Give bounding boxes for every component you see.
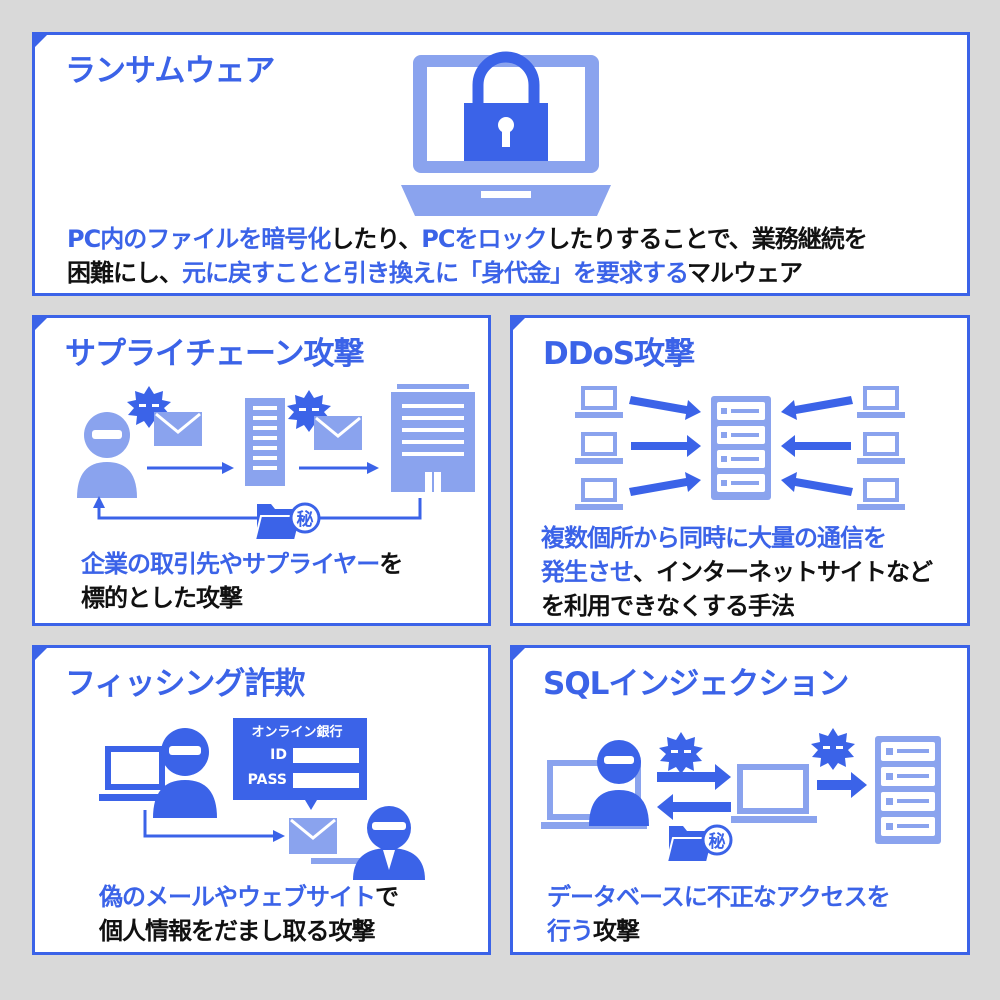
phishing-desc-line-2: 個人情報をだまし取る攻撃 xyxy=(99,914,398,948)
phishing-panel: フィッシング詐欺 オンライン銀行 ID PASS xyxy=(32,645,491,955)
desc-segment: を利用できなくする手法 xyxy=(541,592,795,620)
svg-text:PASS: PASS xyxy=(248,772,287,788)
svg-text:ID: ID xyxy=(270,747,287,763)
desc-segment: したりすることで、業務継続を xyxy=(546,225,867,253)
phishing-title: フィッシング詐欺 xyxy=(65,666,305,702)
ransomware-desc-line-2: 困難にし、元に戻すことと引き換えに「身代金」を要求するマルウェア xyxy=(67,256,867,290)
desc-segment: 攻撃 xyxy=(593,917,640,945)
ddos-desc-line-3: を利用できなくする手法 xyxy=(541,589,932,623)
virus-icon xyxy=(659,732,703,774)
desc-segment: 偽のメールやウェブサイト xyxy=(99,883,376,911)
desc-segment: 行う xyxy=(547,917,594,945)
computer-icon xyxy=(575,432,623,464)
supply-chain-description: 企業の取引先やサプライヤーを 標的とした攻撃 xyxy=(81,547,403,615)
victim-icon xyxy=(353,806,425,880)
computer-icon xyxy=(575,386,623,418)
desc-segment: 困難にし、 xyxy=(67,259,183,287)
supplier-building-icon xyxy=(245,398,285,486)
ddos-description: 複数個所から同時に大量の通信を 発生させ、インターネットサイトなど を利用できな… xyxy=(541,521,933,623)
supply-chain-desc-line-1: 企業の取引先やサプライヤーを xyxy=(81,547,403,581)
fake-bank-form: オンライン銀行 ID PASS xyxy=(233,718,367,810)
desc-segment: 個人情報をだまし取る攻撃 xyxy=(99,917,376,945)
locked-laptop-icon xyxy=(401,51,611,216)
desc-segment: 企業の取引先やサプライヤー xyxy=(81,550,380,578)
desc-segment: 元に戻すことと引き換えに「身代金」を要求する xyxy=(182,259,688,287)
computer-icon xyxy=(857,432,905,464)
ddos-title: DDoS攻撃 xyxy=(543,336,695,372)
desc-segment: 、インターネットサイトなど xyxy=(633,558,933,586)
hacker-icon xyxy=(77,412,137,498)
folder-icon xyxy=(253,504,303,541)
laptop-icon xyxy=(731,764,817,823)
folder-icon xyxy=(665,826,715,863)
sqli-desc-line-1: データベースに不正なアクセスを xyxy=(547,880,891,914)
supply-chain-diagram: 秘 xyxy=(77,384,475,541)
supply-chain-desc-line-2: 標的とした攻撃 xyxy=(81,581,402,615)
database-server-icon xyxy=(875,736,941,844)
desc-segment: を xyxy=(379,550,403,578)
ransomware-description: PC内のファイルを暗号化したり、PCをロックしたりすることで、業務継続を 困難に… xyxy=(67,222,868,290)
svg-text:秘: 秘 xyxy=(297,509,314,530)
ddos-panel: DDoS攻撃 xyxy=(510,315,970,626)
ddos-desc-line-1: 複数個所から同時に大量の通信を xyxy=(541,521,932,555)
computer-icon xyxy=(857,386,905,418)
ddos-diagram xyxy=(575,386,905,510)
desc-segment: データベースに不正なアクセスを xyxy=(547,883,891,911)
virus-icon xyxy=(811,728,855,770)
desc-segment: 発生させ xyxy=(541,558,634,586)
phishing-diagram: オンライン銀行 ID PASS xyxy=(99,718,425,880)
secret-badge: 秘 xyxy=(289,502,321,534)
desc-segment: で xyxy=(375,883,399,911)
laptop-icon xyxy=(99,746,173,801)
svg-text:秘: 秘 xyxy=(709,831,726,852)
desc-segment: PC内のファイルを暗号化 xyxy=(67,225,331,253)
supply-chain-title: サプライチェーン攻撃 xyxy=(65,336,364,372)
email-icon xyxy=(289,818,337,854)
hacker-icon xyxy=(589,740,649,826)
sqli-title: SQLインジェクション xyxy=(543,666,849,702)
email-icon xyxy=(314,416,362,450)
phishing-desc-line-1: 偽のメールやウェブサイトで xyxy=(99,880,399,914)
desc-segment: 複数個所から同時に大量の通信を xyxy=(541,524,887,552)
computer-icon xyxy=(857,478,905,510)
computer-icon xyxy=(575,478,623,510)
ransomware-desc-line-1: PC内のファイルを暗号化したり、PCをロックしたりすることで、業務継続を xyxy=(67,222,868,256)
hacker-icon xyxy=(153,728,217,818)
sqli-description: データベースに不正なアクセスを 行う攻撃 xyxy=(547,880,891,948)
desc-segment: マルウェア xyxy=(687,259,803,287)
desc-segment: 標的とした攻撃 xyxy=(81,584,243,612)
sqli-desc-line-2: 行う攻撃 xyxy=(547,914,890,948)
ransomware-title: ランサムウェア xyxy=(65,53,275,89)
email-icon xyxy=(154,412,202,446)
ddos-desc-line-2: 発生させ、インターネットサイトなど xyxy=(541,555,933,589)
ransomware-panel: ランサムウェア PC内のファイルを暗号化したり、PCをロックしたりすることで、業… xyxy=(32,32,970,296)
phishing-description: 偽のメールやウェブサイトで 個人情報をだまし取る攻撃 xyxy=(99,880,399,948)
sqli-diagram: 秘 xyxy=(541,728,941,863)
svg-text:オンライン銀行: オンライン銀行 xyxy=(251,724,342,740)
supply-chain-panel: サプライチェーン攻撃 xyxy=(32,315,491,626)
sqli-panel: SQLインジェクション 秘 xyxy=(510,645,970,955)
server-icon xyxy=(711,396,771,500)
desc-segment: したり、 xyxy=(330,225,422,253)
desc-segment: PCをロック xyxy=(421,225,547,253)
company-building-icon xyxy=(391,384,475,492)
secret-badge: 秘 xyxy=(701,824,733,856)
